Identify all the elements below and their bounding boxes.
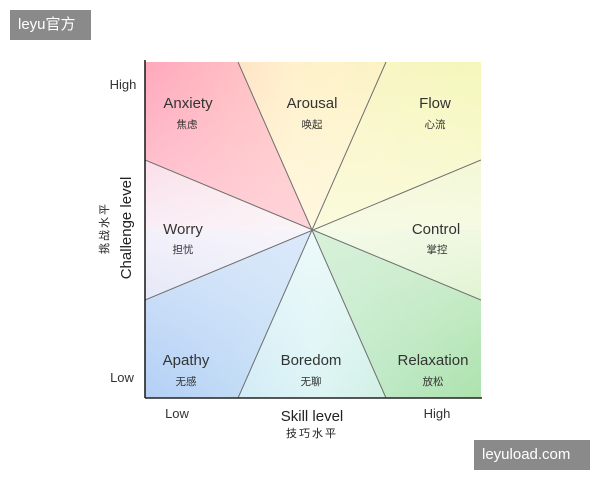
label-worry-zh: 担忧 xyxy=(173,243,194,256)
label-boredom: Boredom xyxy=(281,352,342,369)
sector-boredom xyxy=(238,230,386,398)
sector-layer xyxy=(145,62,481,398)
y-axis-title: Challenge level xyxy=(118,177,135,280)
divider-line xyxy=(145,159,481,301)
label-flow: Flow xyxy=(419,95,451,112)
label-arousal: Arousal xyxy=(287,95,338,112)
sector-control xyxy=(312,160,481,300)
sector-labels: Anxiety 焦虑 Arousal 唤起 Flow 心流 Worry 担忧 C… xyxy=(163,95,469,388)
sector-flow xyxy=(312,62,481,230)
sector-apathy xyxy=(145,230,312,398)
label-apathy: Apathy xyxy=(163,352,210,369)
axes xyxy=(144,60,482,399)
label-worry: Worry xyxy=(163,221,203,238)
sector-arousal xyxy=(238,62,386,230)
sector-relaxation xyxy=(312,230,481,398)
label-flow-zh: 心流 xyxy=(425,118,446,131)
label-boredom-zh: 无聊 xyxy=(301,375,322,388)
label-relaxation: Relaxation xyxy=(398,352,469,369)
plot-background xyxy=(145,62,481,398)
sector-worry xyxy=(145,160,312,300)
label-control: Control xyxy=(412,221,460,238)
y-axis-title-zh: 挑战水平 xyxy=(97,202,111,254)
label-anxiety: Anxiety xyxy=(163,95,213,112)
label-relaxation-zh: 放松 xyxy=(423,375,444,388)
sector-anxiety xyxy=(145,62,312,230)
watermark-bottom-right: leyuload.com xyxy=(474,440,590,470)
x-axis-title-zh: 技巧水平 xyxy=(286,427,338,440)
y-low-label: Low xyxy=(110,370,134,385)
watermark-top-left: leyu官方 xyxy=(10,10,91,40)
label-anxiety-zh: 焦虑 xyxy=(177,118,198,131)
x-axis-title: Skill level xyxy=(281,408,344,425)
label-arousal-zh: 唤起 xyxy=(302,118,323,131)
label-apathy-zh: 无感 xyxy=(176,375,197,388)
x-low-label: Low xyxy=(165,406,189,421)
y-high-label: High xyxy=(110,77,137,92)
sector-dividers xyxy=(145,62,481,398)
x-high-label: High xyxy=(424,406,451,421)
label-control-zh: 掌控 xyxy=(427,243,448,256)
